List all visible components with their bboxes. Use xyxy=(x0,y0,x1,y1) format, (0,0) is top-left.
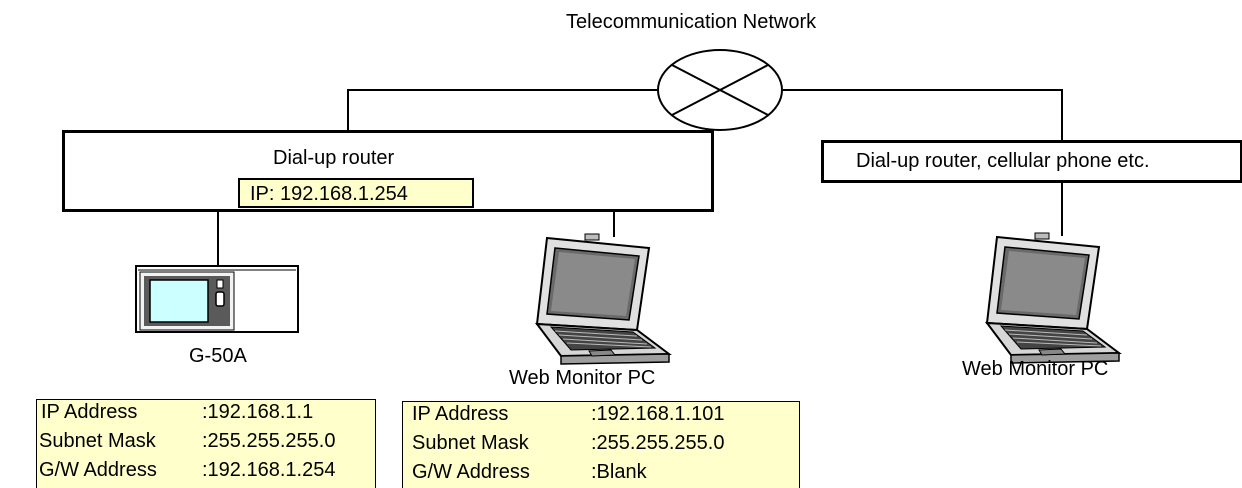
laptop-icon xyxy=(536,233,670,365)
config-value: :192.168.1.101 xyxy=(591,403,725,425)
g50a-config-table: IP Address :192.168.1.1 Subnet Mask :255… xyxy=(36,399,376,488)
network-cloud-icon xyxy=(657,49,783,131)
config-value: :Blank xyxy=(591,461,647,483)
network-label: Telecommunication Network xyxy=(566,11,817,33)
local-router-ip-badge: IP: 192.168.1.254 xyxy=(238,178,474,208)
g50a-label: G-50A xyxy=(189,345,247,367)
controller-device-icon xyxy=(135,265,299,333)
config-key: IP Address xyxy=(412,403,509,425)
config-value: :192.168.1.254 xyxy=(202,459,336,481)
remote-pc-label: Web Monitor PC xyxy=(962,358,1109,380)
connection-lines xyxy=(217,89,1063,265)
config-key: Subnet Mask xyxy=(39,430,156,452)
remote-router-label: Dial-up router, cellular phone etc. xyxy=(856,150,1150,172)
config-key: G/W Address xyxy=(412,461,530,483)
laptop-icon xyxy=(986,232,1120,364)
local-pc-label: Web Monitor PC xyxy=(509,367,656,389)
config-value: :255.255.255.0 xyxy=(202,430,336,452)
pc-config-table: IP Address :192.168.1.101 Subnet Mask :2… xyxy=(402,401,800,488)
link-network-remote-router xyxy=(783,89,1063,140)
config-value: :192.168.1.1 xyxy=(202,401,314,423)
link-local-router-network xyxy=(347,89,658,130)
config-key: IP Address xyxy=(41,401,138,423)
local-router-label: Dial-up router xyxy=(273,147,395,169)
config-value: :255.255.255.0 xyxy=(591,432,725,454)
config-key: G/W Address xyxy=(39,459,157,481)
config-key: Subnet Mask xyxy=(412,432,529,454)
remote-router-box xyxy=(821,140,1242,183)
